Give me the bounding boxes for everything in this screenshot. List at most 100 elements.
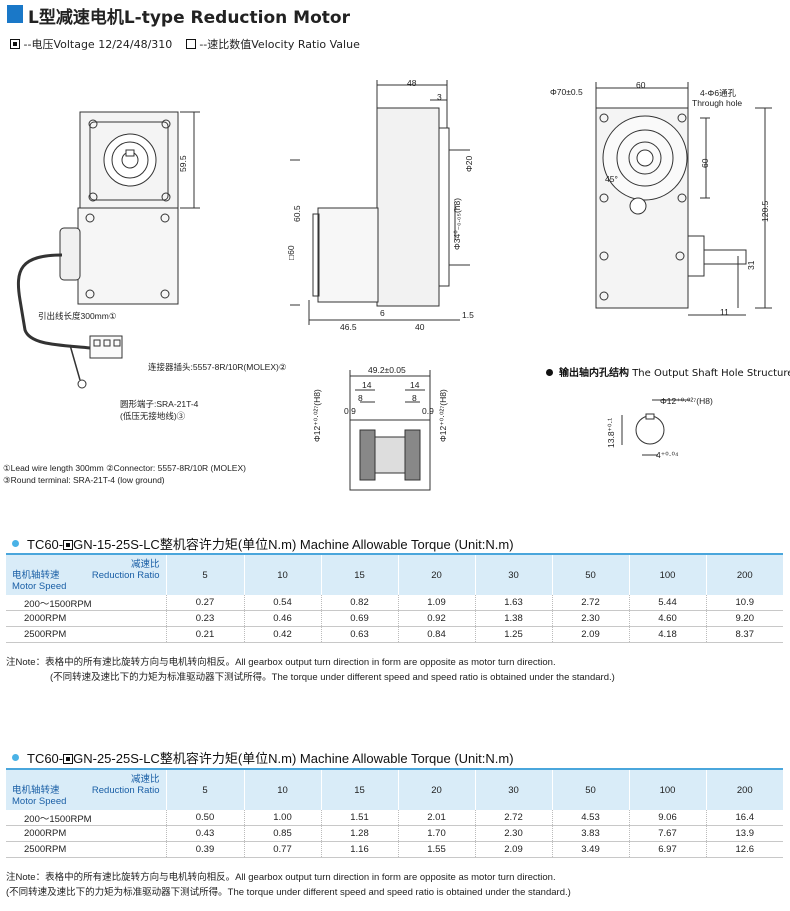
table2-note: 注Note：表格中的所有速比旋转方向与电机转向相反。All gearbox ou…: [6, 870, 571, 900]
torque-cell: 0.43: [165, 825, 244, 842]
dim-13-8: 13.8⁺⁰·¹: [606, 417, 616, 448]
ratio-label-en: Reduction Ratio: [91, 785, 160, 796]
ratio-header: 50: [551, 768, 629, 810]
table2-title-prefix: TC60-: [27, 751, 64, 766]
torque-cell: 4.60: [628, 610, 706, 627]
dim-11: 11: [720, 307, 729, 317]
speed-cell: 2000RPM: [6, 610, 166, 627]
filled-square-icon: [10, 39, 20, 49]
table2-title-rest: GN-25-25S-LC整机容许力矩(单位N.m) Machine Allowa…: [73, 751, 514, 766]
ratio-header: 200: [705, 768, 783, 810]
torque-cell: 2.09: [551, 626, 629, 643]
torque-cell: 0.42: [243, 626, 321, 643]
torque-cell: 2.30: [551, 610, 629, 627]
title-accent-bar: [7, 5, 23, 23]
dim-45deg: 45°: [605, 174, 618, 184]
dim-46-5: 46.5: [340, 322, 357, 332]
torque-cell: 0.23: [165, 610, 244, 627]
torque-cell: 0.69: [320, 610, 398, 627]
torque-cell: 5.44: [628, 595, 706, 611]
ratio-header: 20: [397, 553, 475, 595]
ratio-header: 30: [474, 768, 552, 810]
table2-note-2: (不同转速及速比下的力矩为标准驱动器下测试所得。The torque under…: [6, 887, 571, 898]
torque-cell: 1.09: [397, 595, 475, 611]
dim-4: 4⁺⁰·⁰⁴: [656, 450, 679, 460]
ratio-header: 15: [320, 553, 398, 595]
dim-phi70: Φ70±0.5: [550, 87, 583, 97]
lead-note-1: ①Lead wire length 300mm ②Connector: 5557…: [3, 463, 246, 473]
lead-notes: ①Lead wire length 300mm ②Connector: 5557…: [3, 462, 246, 486]
legend-voltage: --电压Voltage 12/24/48/310: [23, 38, 173, 51]
motor-body: [77, 207, 179, 305]
torque-cell: 2.72: [474, 810, 552, 826]
torque-cell: 1.28: [320, 825, 398, 842]
torque-cell: 0.82: [320, 595, 398, 611]
torque-cell: 0.27: [165, 595, 244, 611]
torque-cell: 1.38: [474, 610, 552, 627]
dim-31: 31: [746, 260, 756, 270]
filled-square-icon: [63, 754, 74, 764]
bullet-icon: [12, 540, 19, 547]
dim-phi12-c: Φ12⁺⁰·⁰²⁷(H8): [660, 396, 713, 406]
table1-note-2: (不同转速及速比下的力矩为标准驱动器下测试所得。The torque under…: [50, 672, 615, 683]
torque-cell: 0.46: [243, 610, 321, 627]
ratio-header: 15: [320, 768, 398, 810]
shaft-hole-title: 输出轴内孔结构 The Output Shaft Hole Structure: [546, 364, 790, 379]
dim-60-5: 60.5: [292, 205, 302, 222]
legend-ratio: --速比数值Velocity Ratio Value: [199, 38, 360, 51]
dim-6: 6: [380, 308, 385, 318]
torque-cell: 0.50: [165, 810, 244, 826]
torque-cell: 2.72: [551, 595, 629, 611]
torque-cell: 9.06: [628, 810, 706, 826]
filled-square-icon: [63, 540, 74, 550]
table1-title-rest: GN-15-25S-LC整机容许力矩(单位N.m) Machine Allowa…: [73, 537, 514, 552]
page-title: L型减速电机L-type Reduction Motor: [28, 8, 350, 28]
table-row: 2000RPM 0.43 0.85 1.28 1.70 2.30 3.83 7.…: [6, 825, 783, 842]
ratio-header: 10: [243, 768, 321, 810]
callout-terminal: 圆形端子:SRA-21T-4: [120, 399, 199, 409]
dim-120-5: 120.5: [760, 200, 770, 222]
ratio-header: 5: [165, 768, 244, 810]
dim-sq60: □60: [286, 245, 296, 260]
empty-square-icon: [185, 39, 196, 49]
bullet-icon: [546, 369, 553, 376]
dim-phi34: Φ34⁰₋₀.₀₅(h8): [452, 197, 462, 250]
ratio-header: 10: [243, 553, 321, 595]
ratio-label-en: Reduction Ratio: [91, 570, 160, 581]
torque-cell: 4.18: [628, 626, 706, 643]
torque-cell: 0.85: [243, 825, 321, 842]
torque-cell: 2.09: [474, 841, 552, 858]
dim-14-b: 14: [410, 380, 420, 390]
torque-cell: 1.16: [320, 841, 398, 858]
torque-cell: 13.9: [705, 825, 783, 842]
torque-cell: 3.49: [551, 841, 629, 858]
torque-cell: 3.83: [551, 825, 629, 842]
speed-label-cn: 电机轴转速: [12, 570, 60, 581]
table2-title: TC60- GN-25-25S-LC整机容许力矩(单位N.m) Machine A…: [12, 748, 514, 767]
torque-cell: 1.63: [474, 595, 552, 611]
dim-49-2: 49.2±0.05: [368, 365, 406, 375]
torque-cell: 0.84: [397, 626, 475, 643]
table1-note: 注Note：表格中的所有速比旋转方向与电机转向相反。All gearbox ou…: [6, 655, 615, 685]
table-row: 2500RPM 0.21 0.42 0.63 0.84 1.25 2.09 4.…: [6, 626, 783, 643]
ratio-header: 100: [628, 553, 706, 595]
torque-cell: 16.4: [705, 810, 783, 826]
dim-8-b: 8: [412, 393, 417, 403]
torque-cell: 2.01: [397, 810, 475, 826]
shaft-title-en: The Output Shaft Hole Structure: [632, 368, 790, 379]
torque-cell: 0.77: [243, 841, 321, 858]
torque-cell: 6.97: [628, 841, 706, 858]
dim-phi12-a: Φ12⁺⁰·⁰²⁷(H8): [312, 389, 322, 442]
table2-note-1: 注Note：表格中的所有速比旋转方向与电机转向相反。All gearbox ou…: [6, 872, 556, 883]
table-row: 200～1500RPM 0.50 1.00 1.51 2.01 2.72 4.5…: [6, 810, 783, 826]
legend: --电压Voltage 12/24/48/310 --速比数值Velocity …: [10, 36, 360, 52]
dim-59-5: 59.5: [178, 155, 188, 172]
ratio-header: 5: [165, 553, 244, 595]
dim-through-hole: Through hole: [692, 98, 743, 108]
speed-label-en: Motor Speed: [12, 581, 67, 592]
dim-60-top: 60: [636, 80, 646, 90]
